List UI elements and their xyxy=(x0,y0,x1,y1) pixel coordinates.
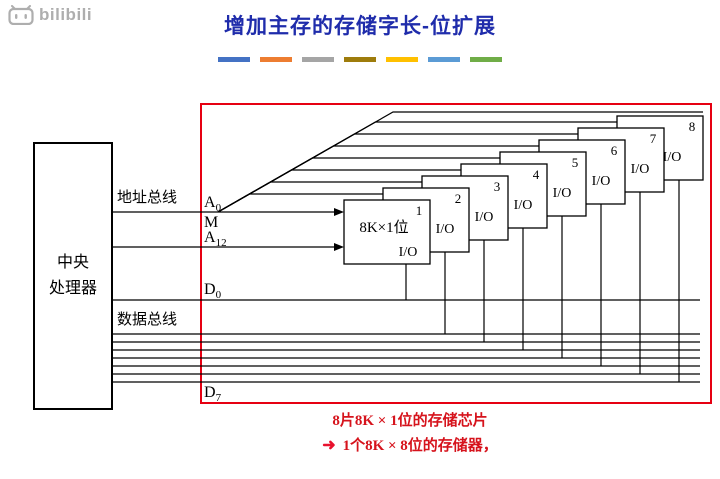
chip3-number: 3 xyxy=(494,179,501,194)
chip1-capacity-label: 8K×1位 xyxy=(359,219,408,236)
chip8-number: 8 xyxy=(689,119,696,134)
address-arrowheads xyxy=(334,208,344,251)
chip6-number: 6 xyxy=(611,143,618,158)
accent-bar xyxy=(386,57,418,62)
accent-bar xyxy=(428,57,460,62)
bilibili-watermark: bilibili xyxy=(8,5,92,25)
accent-bar xyxy=(344,57,376,62)
arrowhead-icon xyxy=(334,243,344,251)
address-top-rail xyxy=(217,111,703,213)
accent-bar xyxy=(302,57,334,62)
chip1-number: 1 xyxy=(416,203,423,218)
arrow-icon: ➜ xyxy=(322,437,336,454)
chip6-io-label: I/O xyxy=(592,174,611,189)
address-bus-label: 地址总线 xyxy=(117,190,178,206)
chip7-number: 7 xyxy=(650,131,657,146)
memory-chips: 8 I/O 7 I/O 6 I/O 5 I/O xyxy=(343,115,704,382)
signal-d0-sub: 0 xyxy=(215,289,222,302)
page-title: 增加主存的存储字长-位扩展 xyxy=(224,15,496,38)
chip8-io-label: I/O xyxy=(663,150,682,165)
chip2-number: 2 xyxy=(455,191,462,206)
data-bus-label: 数据总线 xyxy=(117,312,178,328)
chip4-io-label: I/O xyxy=(514,198,533,213)
chip4-number: 4 xyxy=(533,167,540,182)
caption-line1: 8片8K × 1位的存储芯片 xyxy=(332,413,488,429)
chip1-io-label: I/O xyxy=(399,245,418,260)
cpu-box: 中央 处理器 xyxy=(33,142,113,410)
chip2-io-label: I/O xyxy=(436,222,455,237)
highlight-box xyxy=(200,103,712,404)
bilibili-brand-text: bilibili xyxy=(39,5,93,24)
signal-d7-sub: 7 xyxy=(215,392,222,405)
bilibili-tv-icon xyxy=(8,5,34,25)
signal-m: M xyxy=(204,214,219,231)
signal-d7-base: D xyxy=(204,384,216,401)
arrowhead-icon xyxy=(334,208,344,216)
signal-a0-sub: 0 xyxy=(215,202,222,215)
memory-chip-1: 1 8K×1位 I/O xyxy=(343,199,431,300)
caption-line2-text: 1个8K × 8位的存储器， xyxy=(342,438,498,454)
caption-line2: ➜ 1个8K × 8位的存储器， xyxy=(100,434,720,455)
signal-d0-base: D xyxy=(204,281,216,298)
signal-a0: A0 xyxy=(204,194,222,215)
signal-a12: A12 xyxy=(204,229,227,250)
chip7-io-label: I/O xyxy=(631,162,650,177)
title-underline-bars xyxy=(0,57,720,62)
signal-a0-base: A xyxy=(204,194,216,211)
signal-a12-base: A xyxy=(204,229,216,246)
signal-a12-sub: 12 xyxy=(215,237,227,250)
cpu-label-line1: 中央 xyxy=(56,254,89,271)
accent-bar xyxy=(470,57,502,62)
chip5-number: 5 xyxy=(572,155,579,170)
signal-d7: D7 xyxy=(204,384,222,405)
accent-bar xyxy=(260,57,292,62)
chip3-io-label: I/O xyxy=(475,210,494,225)
accent-bar xyxy=(218,57,250,62)
bus-lines xyxy=(113,111,703,383)
signal-d0: D0 xyxy=(204,281,222,302)
chip5-io-label: I/O xyxy=(553,186,572,201)
cpu-label-line2: 处理器 xyxy=(48,280,97,297)
